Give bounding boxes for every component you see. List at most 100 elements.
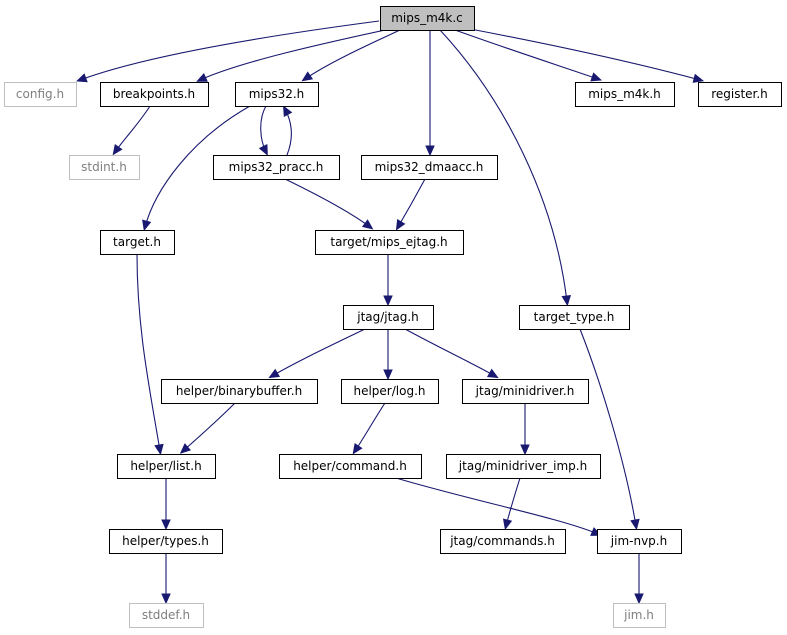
node-label: jtag/minidriver.h	[475, 384, 575, 398]
arrowhead-icon	[425, 145, 435, 157]
node-label: mips32.h	[249, 87, 305, 101]
node-target-h[interactable]: target.h	[100, 230, 175, 255]
node-box	[380, 6, 475, 31]
node-jtag-commands-h[interactable]: jtag/commands.h	[440, 529, 566, 554]
node-box	[100, 230, 175, 255]
node-label: config.h	[16, 87, 64, 101]
edge-breakpoints_h-to-stdint_h	[112, 105, 151, 156]
node-mips-m4k-c[interactable]: mips_m4k.c	[380, 6, 475, 31]
node-box	[361, 155, 498, 180]
arrowhead-icon	[179, 443, 191, 454]
arrowhead-icon	[634, 593, 644, 605]
node-label: mips32_dmaacc.h	[375, 160, 484, 174]
edge-mips_m4k_c-to-mips32_dmaacc_h	[425, 30, 435, 157]
edge-line	[395, 477, 599, 535]
node-helper-command-h[interactable]: helper/command.h	[279, 454, 422, 479]
edge-helper_list_h-to-helper_types_h	[161, 478, 171, 531]
node-stdint-h: stdint.h	[69, 155, 140, 180]
edge-line	[304, 29, 401, 80]
node-mips32-pracc-h[interactable]: mips32_pracc.h	[213, 155, 340, 180]
node-stddef-h: stddef.h	[129, 603, 204, 628]
edge-target_mips_ejtag_h-to-jtag_jtag_h	[383, 253, 393, 307]
node-label: helper/list.h	[130, 459, 201, 473]
node-register-h[interactable]: register.h	[698, 82, 782, 107]
arrowhead-icon	[361, 219, 374, 230]
arrowhead-icon	[268, 368, 281, 379]
node-box	[117, 454, 216, 479]
node-label: register.h	[711, 87, 768, 101]
edge-mips_m4k_c-to-config_h	[76, 20, 380, 83]
edge-line	[464, 27, 701, 81]
node-helper-log-h[interactable]: helper/log.h	[341, 379, 439, 404]
node-mips32-h[interactable]: mips32.h	[235, 82, 319, 107]
arrowhead-icon	[283, 105, 293, 118]
edge-jtag_minidriver_imp_h-to-jtag_commands_h	[502, 477, 521, 531]
arrowhead-icon	[383, 295, 393, 307]
node-target-type-h[interactable]: target_type.h	[519, 305, 630, 330]
node-box	[315, 230, 464, 255]
arrowhead-icon	[395, 218, 406, 231]
arrowhead-icon	[161, 593, 171, 605]
node-box	[4, 82, 77, 107]
node-helper-list-h[interactable]: helper/list.h	[117, 454, 216, 479]
node-box	[613, 603, 666, 628]
node-box	[575, 82, 675, 107]
node-label: mips_m4k.h	[588, 87, 661, 101]
node-mips32-dmaacc-h[interactable]: mips32_dmaacc.h	[361, 155, 498, 180]
edge-mips_m4k_c-to-target_type_h	[439, 29, 572, 307]
node-jim-nvp-h[interactable]: jim-nvp.h	[597, 529, 682, 554]
node-box	[129, 603, 204, 628]
edge-helper_command_h-to-jim_nvp_h	[395, 477, 602, 536]
node-helper-types-h[interactable]: helper/types.h	[109, 529, 223, 554]
edge-line	[284, 108, 292, 156]
arrowhead-icon	[561, 295, 572, 307]
arrowhead-icon	[154, 443, 164, 456]
edge-mips32_pracc_h-to-mips32_h	[283, 105, 293, 156]
edge-mips32_h-to-target_h	[142, 105, 251, 232]
edge-mips_m4k_c-to-mips_m4k_h	[454, 29, 602, 82]
edge-line	[354, 402, 386, 452]
node-box	[235, 82, 319, 107]
arrowhead-icon	[486, 368, 499, 379]
node-jtag-minidriver-h[interactable]: jtag/minidriver.h	[462, 379, 589, 404]
edge-mips_m4k_c-to-register_h	[464, 27, 705, 83]
node-box	[519, 305, 630, 330]
node-box	[440, 529, 566, 554]
node-label: mips_m4k.c	[391, 11, 463, 25]
node-label: helper/log.h	[353, 384, 425, 398]
node-label: stdint.h	[81, 160, 127, 174]
node-label: jtag/jtag.h	[356, 310, 418, 324]
node-breakpoints-h[interactable]: breakpoints.h	[100, 82, 209, 107]
node-jtag-minidriver-imp-h[interactable]: jtag/minidriver_imp.h	[446, 454, 601, 479]
node-jim-h: jim.h	[613, 603, 666, 628]
edge-jtag_minidriver_h-to-jtag_minidriver_imp_h	[520, 403, 530, 456]
node-label: target_type.h	[534, 310, 615, 324]
edge-line	[271, 328, 366, 377]
node-label: helper/command.h	[293, 459, 407, 473]
node-label: helper/types.h	[122, 534, 209, 548]
arrowhead-icon	[196, 72, 208, 82]
edge-mips_m4k_c-to-breakpoints_h	[196, 29, 386, 82]
edge-mips32_h-to-mips32_pracc_h	[258, 105, 268, 156]
edge-line	[182, 402, 236, 452]
edges-layer	[76, 20, 705, 605]
edge-helper_binarybuffer_h-to-helper_list_h	[179, 402, 236, 454]
node-label: breakpoints.h	[113, 87, 195, 101]
node-box	[100, 82, 209, 107]
node-target-mips-ejtag-h[interactable]: target/mips_ejtag.h	[315, 230, 464, 255]
arrowhead-icon	[590, 72, 602, 82]
edge-jtag_jtag_h-to-helper_log_h	[383, 328, 393, 381]
node-mips-m4k-h[interactable]: mips_m4k.h	[575, 82, 675, 107]
arrowhead-icon	[112, 143, 123, 156]
node-label: jim-nvp.h	[610, 534, 667, 548]
edge-jtag_jtag_h-to-jtag_minidriver_h	[404, 328, 499, 379]
node-label: mips32_pracc.h	[229, 160, 324, 174]
edge-mips32_pracc_h-to-target_mips_ejtag_h	[284, 178, 374, 230]
node-helper-binarybuffer-h[interactable]: helper/binarybuffer.h	[161, 379, 318, 404]
node-jtag-jtag-h[interactable]: jtag/jtag.h	[343, 305, 434, 330]
edge-target_type_h-to-jim_nvp_h	[579, 328, 640, 531]
node-box	[213, 155, 340, 180]
edge-line	[397, 178, 426, 228]
node-label: jtag/minidriver_imp.h	[458, 459, 587, 473]
edge-line	[505, 477, 521, 527]
